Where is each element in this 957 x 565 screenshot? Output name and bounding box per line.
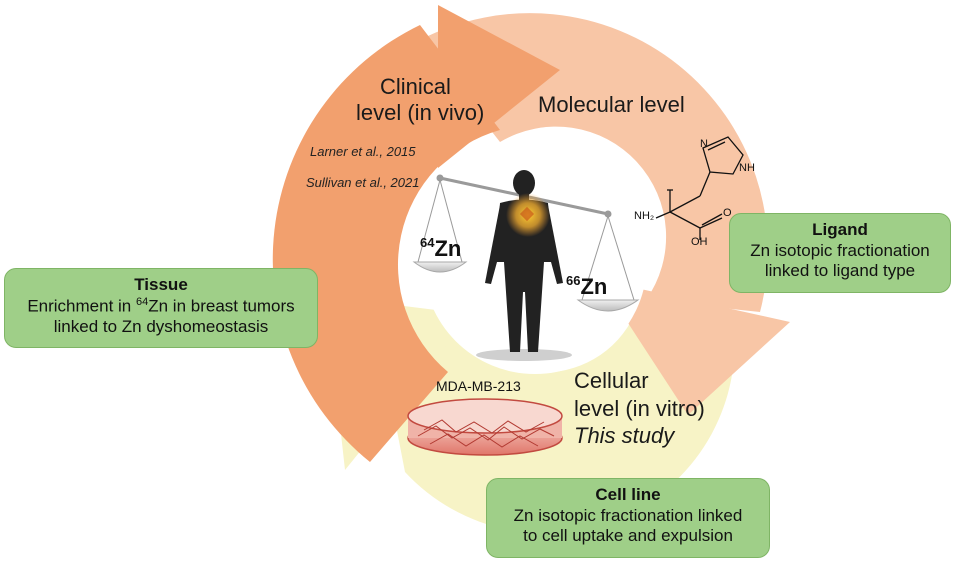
clinical-arrowhead xyxy=(438,5,560,168)
citation-sullivan: Sullivan et al., 2021 xyxy=(306,175,420,190)
cell-line-line-1: Zn isotopic fractionation linked xyxy=(513,505,743,525)
atom-n: N xyxy=(700,138,708,150)
histidine-molecule xyxy=(655,136,744,240)
tissue-line-2: linked to Zn dyshomeostasis xyxy=(53,317,269,337)
tissue-line-1: Enrichment in 64Zn in breast tumors xyxy=(27,295,295,316)
tissue-title: Tissue xyxy=(134,275,188,294)
cell-line-line-2: to cell uptake and expulsion xyxy=(523,526,733,546)
clinical-level-subtitle: level (in vivo) xyxy=(356,100,485,125)
cell-line-box: Cell line Zn isotopic fractionation link… xyxy=(486,478,770,558)
cellular-level-title: Cellular xyxy=(574,368,649,393)
this-study-label: This study xyxy=(574,423,675,448)
ligand-line-1: Zn isotopic fractionation xyxy=(750,240,930,260)
cell-line-title: Cell line xyxy=(595,485,661,504)
molecular-level-title: Molecular level xyxy=(538,92,685,117)
ligand-title: Ligand xyxy=(812,220,868,239)
zn64-label: 64Zn xyxy=(420,235,462,261)
balance-scale xyxy=(412,174,640,312)
tissue-box: Tissue Enrichment in 64Zn in breast tumo… xyxy=(4,268,318,348)
atom-o: O xyxy=(723,207,732,219)
ligand-box: Ligand Zn isotopic fractionation linked … xyxy=(729,213,951,293)
atom-nh: NH xyxy=(739,162,755,174)
cellular-level-subtitle: level (in vitro) xyxy=(574,396,705,421)
atom-nh2: NH₂ xyxy=(634,210,655,222)
clinical-level-title: Clinical xyxy=(380,74,451,99)
cell-line-name: MDA-MB-213 xyxy=(436,378,521,394)
petri-dish-icon xyxy=(407,398,563,456)
zn66-label: 66Zn xyxy=(566,273,608,299)
citation-larner: Larner et al., 2015 xyxy=(310,144,416,159)
molecular-arrowhead xyxy=(600,280,790,415)
ligand-line-2: linked to ligand type xyxy=(764,261,916,281)
atom-oh: OH xyxy=(691,236,708,248)
